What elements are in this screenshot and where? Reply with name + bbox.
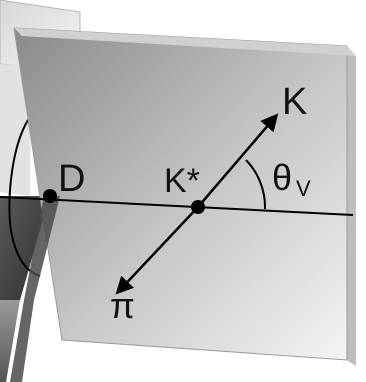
angle-subscript-label: V [296, 176, 311, 201]
kaon-label: K [282, 81, 307, 123]
kaon-arrow-icon [197, 113, 279, 208]
pion-arrow-icon [115, 206, 199, 295]
decay-vertex-dot [43, 189, 57, 203]
plane-shadow [10, 196, 60, 382]
kstar-vertex-dot [191, 200, 205, 214]
pion-label: π [110, 285, 135, 326]
decay-axis-line [0, 196, 354, 216]
angle-label: θ [272, 157, 292, 198]
decay-plane [13, 27, 356, 366]
kstar-label: K* [164, 162, 200, 200]
angle-arc [245, 159, 267, 210]
decay-vertex-label: D [58, 158, 85, 200]
